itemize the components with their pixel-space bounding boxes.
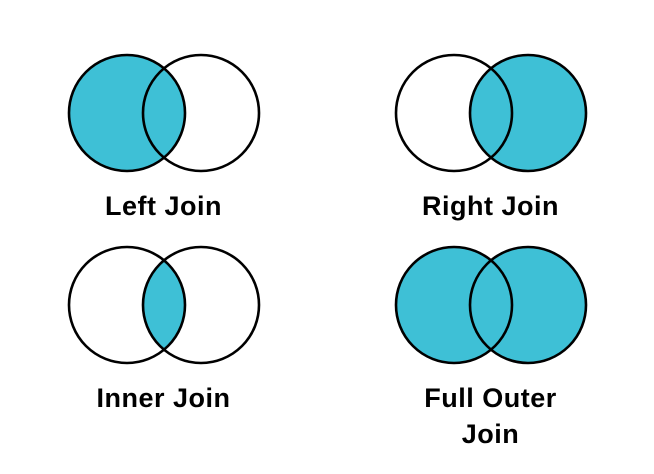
left-circle-fill [68, 55, 185, 171]
diagram-label: Right Join [422, 191, 559, 221]
diagram-label: Full Outer Join [424, 383, 557, 450]
right-circle-outline [141, 245, 260, 365]
right-circle-outline [468, 245, 587, 365]
right-circle-fill [469, 55, 586, 171]
left-circle-outline [67, 53, 186, 173]
venn-diagram [394, 245, 587, 365]
intersection-region [142, 247, 185, 363]
venn-diagram [394, 53, 587, 173]
right-circle-fill [469, 247, 586, 363]
venn-left-join: Left Join [0, 50, 327, 242]
venn-inner-join: Inner Join [0, 242, 327, 474]
right-circle-outline [141, 53, 260, 173]
venn-right-join: Right Join [327, 50, 654, 242]
left-circle-outline [67, 245, 186, 365]
venn-full-outer-join: Full Outer Join [327, 242, 654, 474]
left-circle-outline [394, 53, 513, 173]
diagram-label: Inner Join [96, 383, 231, 413]
left-circle-outline [394, 245, 513, 365]
diagram-label: Left Join [105, 191, 222, 221]
venn-diagram [67, 53, 260, 173]
right-circle-outline [468, 53, 587, 173]
venn-diagram [67, 245, 260, 365]
